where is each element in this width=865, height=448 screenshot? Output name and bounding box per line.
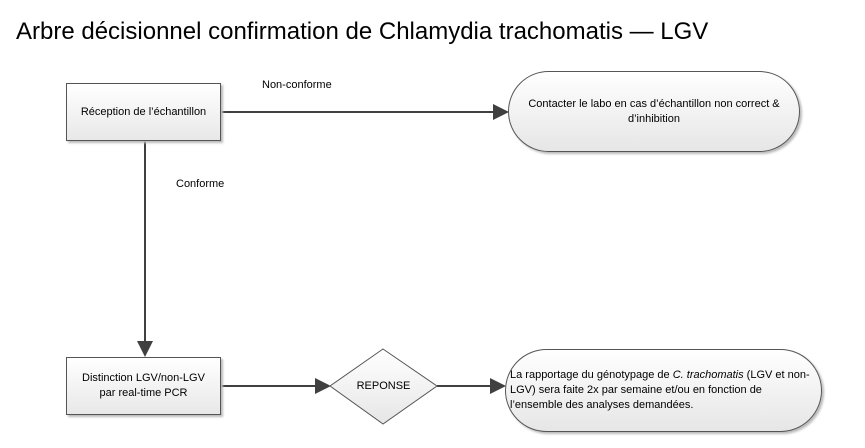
node-distinction-line2: par real-time PCR <box>99 387 188 399</box>
node-reception: Réception de l’échantillon <box>66 83 221 141</box>
node-report-text: La rapportage du génotypage de C. tracho… <box>510 368 815 413</box>
report-text-post: (LGV et non-LGV) sera faite 2x par semai… <box>510 369 810 411</box>
node-reception-text: Réception de l’échantillon <box>80 105 207 118</box>
node-contact-text: Contacter le labo en cas d’échantillon n… <box>528 97 780 125</box>
label-conforme: Conforme <box>176 178 225 190</box>
node-distinction: Distinction LGV/non-LGV par real-time PC… <box>66 357 221 415</box>
node-reponse-text: REPONSE <box>356 380 411 392</box>
decision-diamond <box>329 348 438 425</box>
report-text-pre: La rapportage du génotypage de <box>510 369 673 381</box>
node-contact-lab: Contacter le labo en cas d’échantillon n… <box>508 71 800 152</box>
node-reponse: REPONSE <box>330 349 437 424</box>
diagram-title: Arbre décisionnel confirmation de Chlamy… <box>16 18 709 45</box>
node-report: La rapportage du génotypage de C. tracho… <box>505 349 822 432</box>
label-non-conforme: Non-conforme <box>262 79 332 91</box>
report-text-species: C. trachomatis <box>672 369 744 381</box>
node-distinction-line1: Distinction LGV/non-LGV <box>82 372 205 384</box>
